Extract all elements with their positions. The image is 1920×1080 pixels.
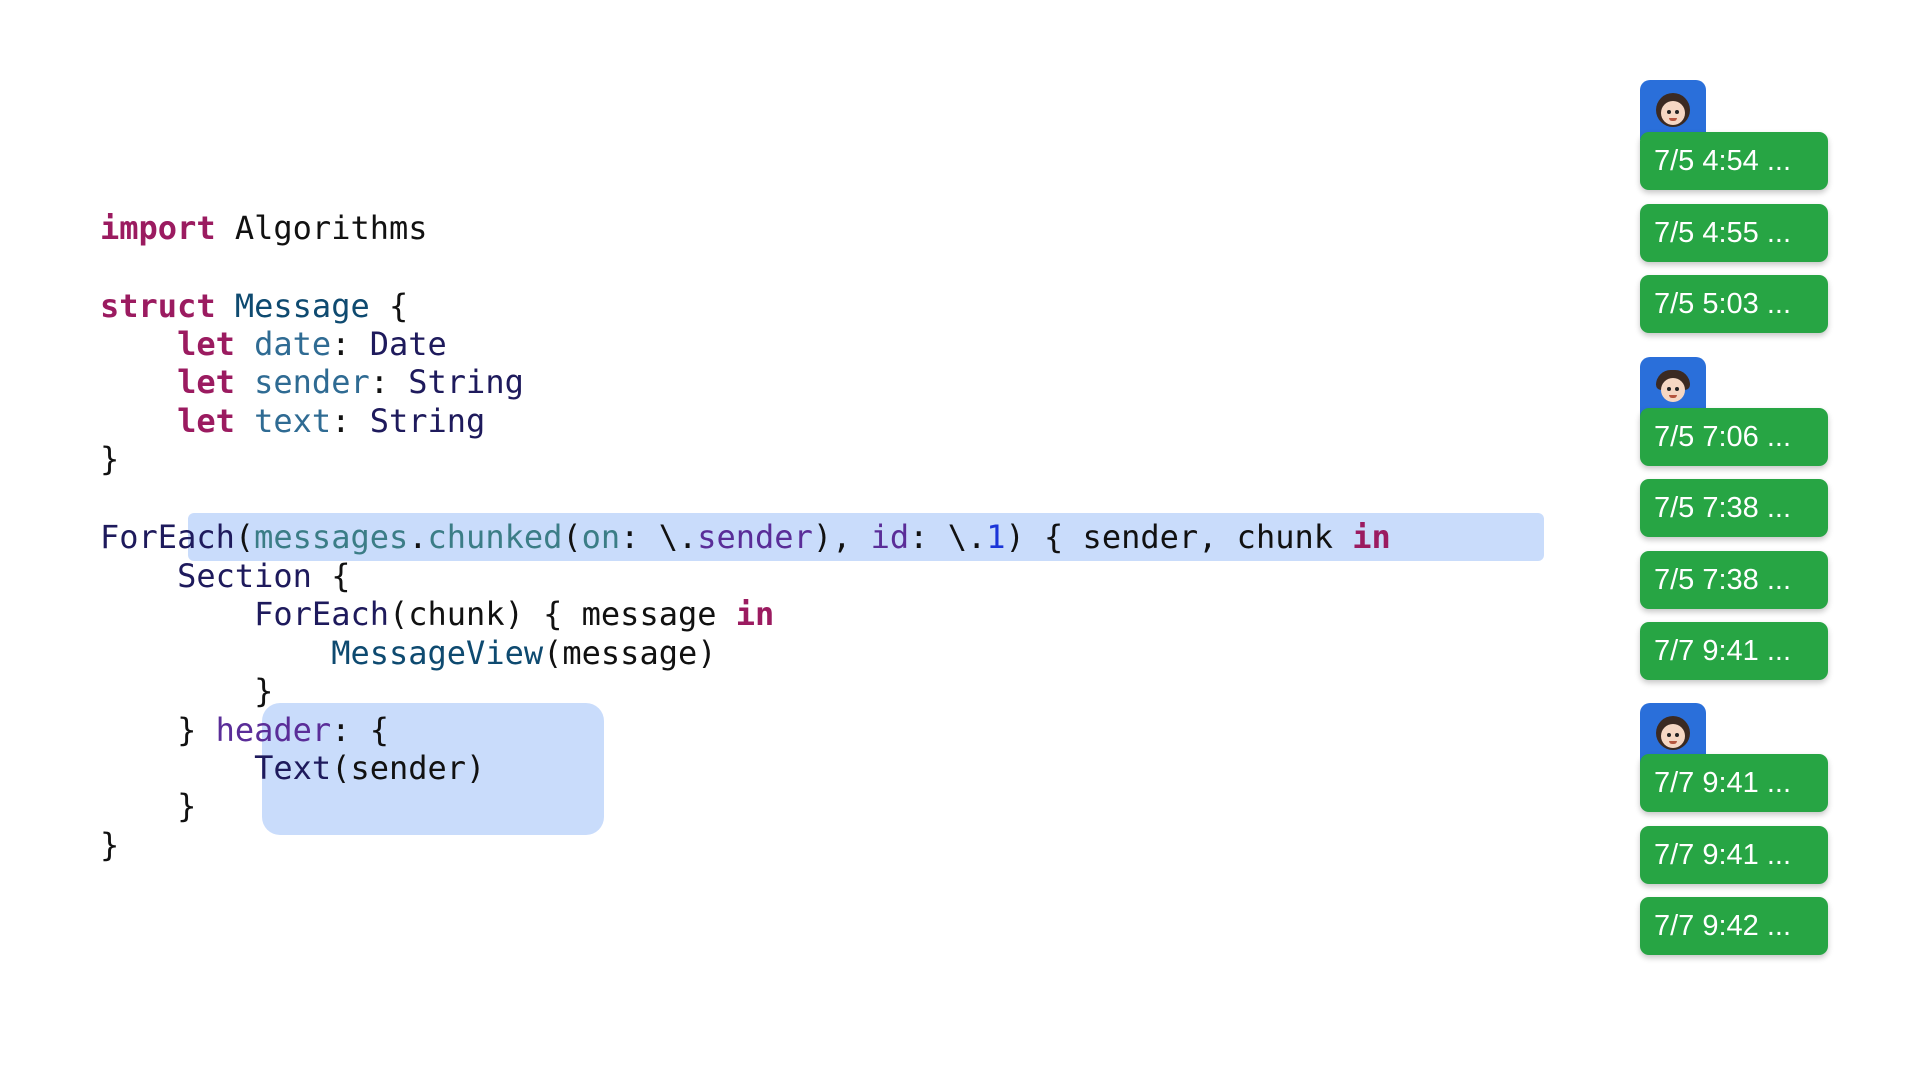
code-line-header: } header: { — [177, 711, 389, 749]
header-label: header — [215, 711, 332, 749]
messages-var: messages — [254, 518, 409, 556]
message-bubble[interactable]: 7/5 7:38 ... — [1640, 551, 1828, 609]
struct-name: Message — [234, 287, 370, 325]
closure-params: { sender, chunk — [1024, 518, 1353, 556]
foreach-args: (chunk) { message — [388, 595, 736, 633]
code-listing: import Algorithms struct Message { let d… — [100, 0, 1544, 1080]
property-name: text — [254, 402, 332, 440]
foreach-call: ForEach — [254, 595, 389, 633]
section-call: Section — [177, 557, 312, 595]
property-name: sender — [254, 363, 370, 401]
type-name: Date — [369, 325, 447, 363]
keypath-index: 1 — [986, 518, 1006, 556]
type-name: String — [408, 363, 524, 401]
code-line-messageview: MessageView(message) — [100, 633, 717, 673]
code-line-foreach-chunk: ForEach(chunk) { message in — [100, 594, 774, 634]
code-line-import: import Algorithms — [100, 208, 428, 248]
code-line-text: let text: String — [100, 401, 485, 441]
highlighted-header-block — [262, 703, 604, 835]
woman-avatar-icon — [1640, 80, 1706, 140]
keyword-let: let — [177, 325, 235, 363]
keyword-in: in — [735, 595, 775, 633]
brace: } — [100, 440, 120, 478]
code-line-struct: struct Message { — [100, 286, 408, 326]
message-bubble[interactable]: 7/5 4:54 ... — [1640, 132, 1828, 190]
code-line-inner-close: } — [100, 671, 273, 711]
on-label: on — [581, 518, 621, 556]
brace: { — [311, 557, 351, 595]
highlighted-foreach-line — [188, 513, 1544, 561]
code-line-final-close: } — [100, 825, 119, 865]
brace: } — [177, 787, 197, 825]
code-line-section: Section { — [100, 556, 350, 596]
code-line-text-call: Text(sender) — [100, 748, 485, 788]
brace: } — [177, 711, 197, 749]
code-line-foreach: ForEach(messages.chunked(on: \.sender), … — [100, 518, 1391, 556]
keyword-let: let — [177, 363, 235, 401]
brace: { — [350, 711, 389, 749]
keyword-struct: struct — [100, 287, 216, 325]
text-call: Text — [254, 749, 332, 787]
code-line-header-close: } — [100, 786, 196, 826]
code-line-sender: let sender: String — [100, 362, 524, 402]
keyword-let: let — [177, 402, 235, 440]
id-label: id — [870, 518, 910, 556]
module-name: Algorithms — [234, 209, 428, 247]
keypath-sender: sender — [697, 518, 813, 556]
property-name: date — [254, 325, 332, 363]
messageview-call: MessageView — [331, 634, 544, 672]
messageview-args: (message) — [543, 634, 717, 672]
message-bubble[interactable]: 7/7 9:42 ... — [1640, 897, 1828, 955]
keyword-in: in — [1352, 518, 1391, 556]
keyword-import: import — [100, 209, 216, 247]
brace: } — [254, 672, 274, 710]
foreach-call: ForEach — [100, 518, 235, 556]
woman-avatar-icon — [1640, 703, 1706, 763]
message-bubble[interactable]: 7/5 7:38 ... — [1640, 479, 1828, 537]
code-line-close: } — [100, 439, 119, 479]
message-bubble[interactable]: 7/5 4:55 ... — [1640, 204, 1828, 262]
message-bubble[interactable]: 7/7 9:41 ... — [1640, 622, 1828, 680]
chunked-method: chunked — [427, 518, 563, 556]
message-bubble[interactable]: 7/5 5:03 ... — [1640, 275, 1828, 333]
colon: : — [331, 325, 370, 363]
message-bubble[interactable]: 7/7 9:41 ... — [1640, 754, 1828, 812]
colon: : — [369, 363, 409, 401]
message-bubble[interactable]: 7/5 7:06 ... — [1640, 408, 1828, 466]
code-line-date: let date: Date — [100, 324, 447, 364]
type-name: String — [369, 402, 486, 440]
brace: } — [100, 826, 120, 864]
man-avatar-icon — [1640, 357, 1706, 417]
colon: : — [331, 402, 370, 440]
brace: { — [369, 287, 409, 325]
text-args: (sender) — [331, 749, 486, 787]
message-bubble[interactable]: 7/7 9:41 ... — [1640, 826, 1828, 884]
